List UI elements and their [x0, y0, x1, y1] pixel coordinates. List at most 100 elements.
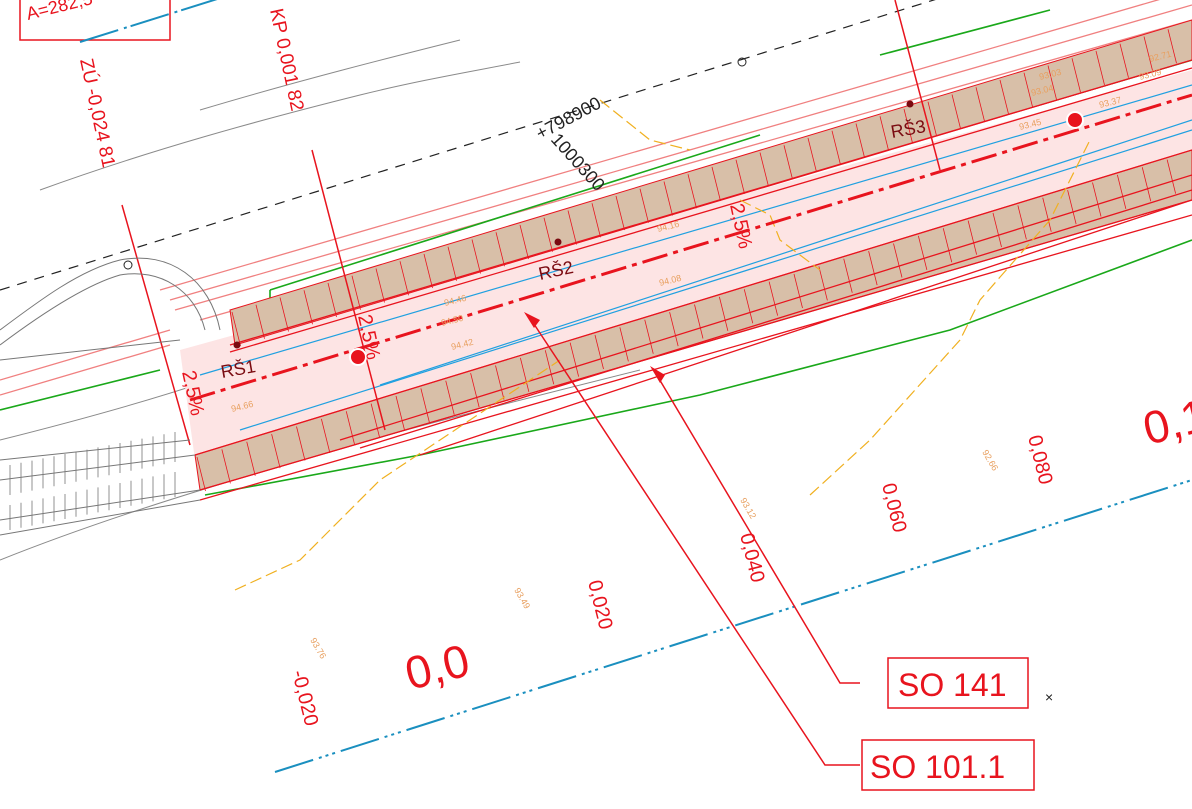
boundary-line [274, 479, 1192, 773]
curb-hatch [1017, 205, 1027, 240]
curb-hatch [420, 388, 430, 423]
curb-hatch [445, 380, 455, 415]
curb-hatch [279, 297, 289, 332]
curb-hatch [868, 251, 878, 286]
curb-hatch [296, 426, 306, 461]
curb-hatch [1143, 36, 1153, 71]
curb-hatch [743, 289, 754, 324]
curb-hatch [320, 418, 331, 453]
spot-heights: 93.76 93.49 93.12 92.66 94.66 94.42 94.5… [230, 49, 1172, 661]
curb-hatch [975, 87, 985, 122]
curb-hatch [879, 116, 889, 151]
km-060: 0,060 [877, 481, 910, 535]
curb-hatch [1042, 197, 1052, 232]
left-junction-hatch [9, 432, 176, 530]
top-blue-line [79, 0, 218, 43]
curb-hatch [271, 434, 281, 469]
curb-hatch [1141, 167, 1152, 202]
curb-hatch [951, 94, 961, 129]
curb-hatch [687, 174, 697, 209]
curb-hatch [1095, 50, 1105, 86]
curb-hatch [569, 342, 580, 377]
curb-hatch [471, 239, 481, 274]
km-040: 0,040 [735, 531, 768, 585]
curb-hatch [255, 304, 265, 339]
curb-hatch [818, 266, 828, 301]
curb-hatch [992, 212, 1002, 248]
spot-height: 93.49 [512, 586, 532, 611]
curb-hatch [967, 220, 978, 255]
curb-hatch [395, 395, 405, 431]
curb-hatch [694, 304, 704, 339]
curb-hatch [893, 243, 903, 278]
curb-hatch [231, 311, 241, 347]
curb-hatch [711, 166, 721, 202]
curb-hatch [807, 137, 817, 173]
curb-hatch [470, 373, 480, 408]
curb-hatch [1067, 190, 1077, 225]
curb-hatch [718, 296, 729, 331]
so1011-label: SO 101.1 [870, 749, 1005, 785]
curb-hatch [1071, 58, 1081, 93]
curb-hatch [351, 275, 361, 310]
curb-hatch [1166, 159, 1177, 194]
km-080: 0,080 [1023, 433, 1056, 487]
curb-hatch [423, 253, 433, 289]
curb-hatch [942, 228, 953, 263]
curb-hatch [544, 350, 555, 385]
curb-hatch [591, 203, 601, 238]
fence-line [0, 0, 936, 291]
curb-hatch [831, 130, 841, 165]
curb-hatch [759, 152, 769, 187]
spot-height: 92.66 [980, 448, 1000, 473]
curb-hatch [399, 261, 409, 296]
zu-label: ZÚ -0,024 81 [75, 56, 120, 169]
so1011-box [861, 739, 1035, 791]
curb-hatch [567, 210, 577, 245]
curb-hatch [639, 188, 649, 223]
km-020: 0,020 [583, 578, 616, 632]
curb-hatch [1047, 65, 1057, 100]
section-lines [121, 0, 941, 446]
orange-dashed-lines [234, 99, 1091, 591]
curb-hatch [768, 281, 779, 316]
curb-hatches [196, 22, 1192, 492]
curb-hatch [495, 365, 505, 400]
leader-arrow-1011 [524, 312, 540, 328]
curb-hatch [619, 327, 629, 362]
curb-hatch [519, 224, 529, 260]
curb-hatch [196, 456, 206, 492]
curb-hatch [519, 357, 530, 392]
curb-hatch [375, 268, 385, 303]
curb-hatch [644, 319, 654, 354]
blue-lines [199, 84, 1192, 431]
callout-leaders [529, 317, 860, 766]
curb-hatch [783, 145, 793, 180]
curb-hatch [1092, 182, 1102, 217]
top-left-box [19, 0, 171, 41]
curb-hatch [370, 403, 381, 438]
curb-hatch [1119, 43, 1129, 78]
curb-hatch [543, 217, 553, 252]
curb-hatch [1167, 29, 1177, 64]
curb-hatch [303, 290, 313, 325]
curb-hatch [495, 232, 505, 267]
km-big-1: 0,1 [1138, 389, 1192, 455]
curb-hatch [855, 123, 865, 158]
leader-arrow-141 [650, 366, 665, 383]
kp-label: KP 0,001 82 [265, 7, 307, 113]
curb-hatch [221, 449, 231, 484]
curb-hatch [327, 282, 337, 318]
spot-height: 93.76 [308, 636, 328, 661]
manholes [123, 57, 1084, 366]
curb-hatch [447, 246, 457, 281]
upper-curb-strip [229, 19, 1192, 346]
so141-box [887, 657, 1029, 709]
curb-hatch [903, 108, 913, 144]
curb-hatch [663, 181, 673, 216]
curb-hatch [999, 79, 1009, 115]
curb-hatch [1023, 72, 1033, 107]
curb-hatch [735, 159, 745, 194]
so141-label: SO 141 [898, 667, 1007, 703]
